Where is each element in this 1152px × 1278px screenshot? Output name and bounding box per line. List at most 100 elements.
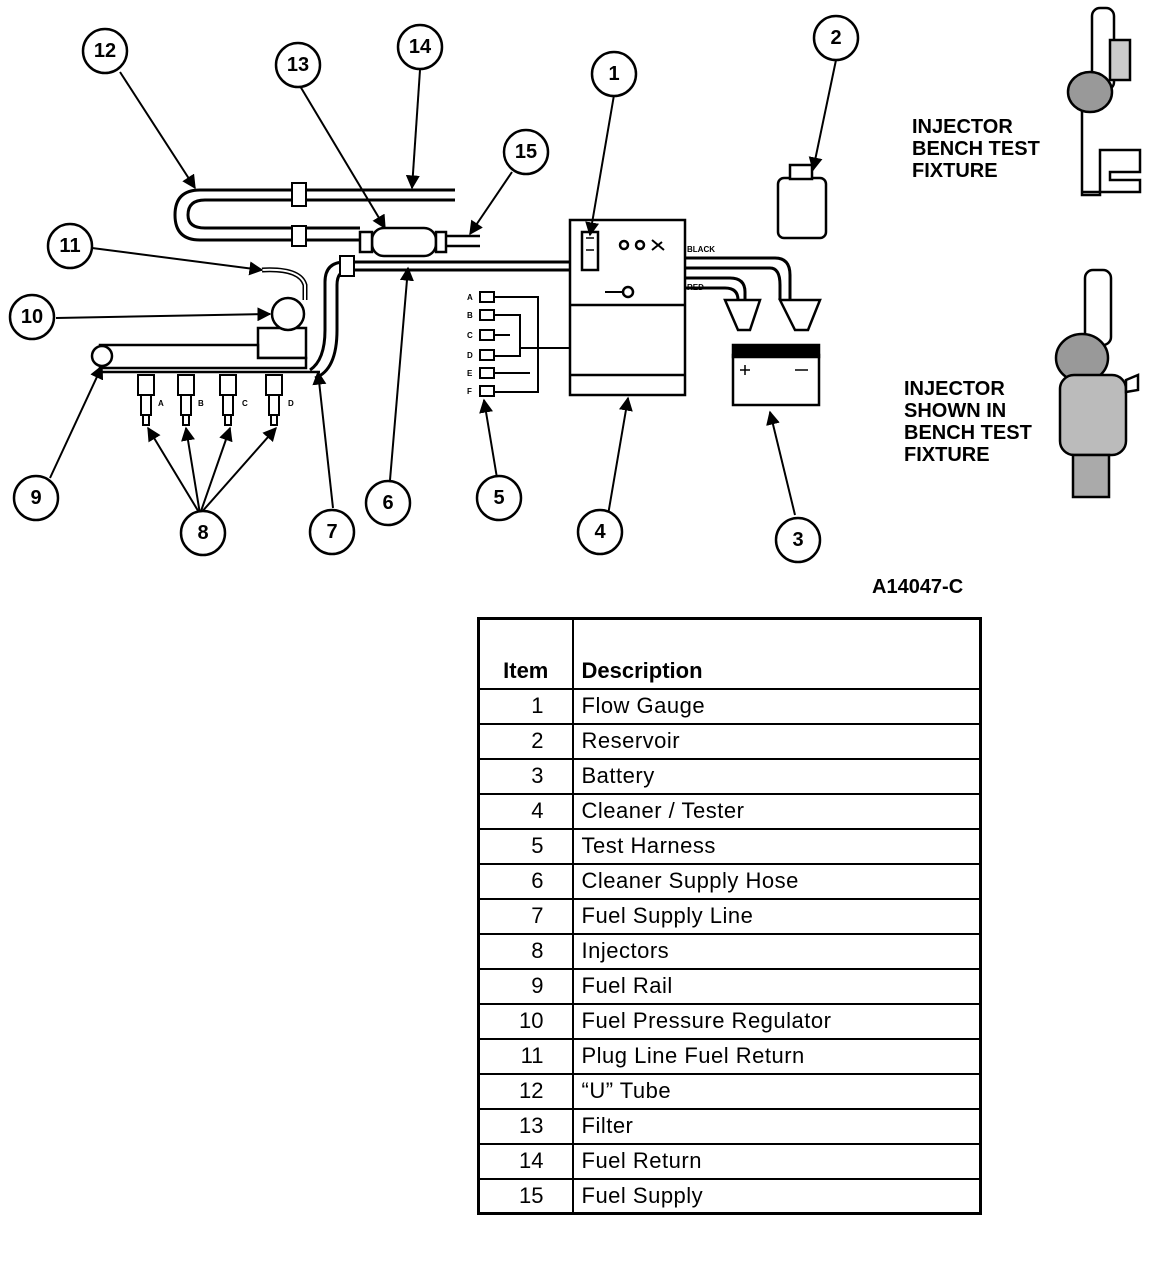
legend-description: Flow Gauge bbox=[571, 687, 982, 725]
cleaner-supply-hose bbox=[309, 255, 570, 380]
legend-description: Fuel Pressure Regulator bbox=[571, 1002, 982, 1040]
legend-description: Cleaner Supply Hose bbox=[571, 862, 982, 900]
callout-3-text: 3 bbox=[792, 529, 803, 551]
callout-11-text: 11 bbox=[59, 235, 80, 257]
callout-circles bbox=[8, 14, 860, 564]
legend-item: 13 bbox=[477, 1107, 574, 1145]
harness-letter-d: D bbox=[467, 351, 473, 360]
harness-letter-a: A bbox=[467, 293, 473, 302]
filter bbox=[358, 226, 480, 258]
harness-letter-b: B bbox=[467, 311, 473, 320]
callout-11 bbox=[46, 222, 94, 270]
cleaner-tester bbox=[568, 218, 687, 397]
callout-7 bbox=[308, 508, 356, 556]
injector-a bbox=[137, 374, 155, 426]
callout-3 bbox=[774, 516, 822, 564]
callout-13-text: 13 bbox=[287, 54, 309, 76]
legend-item: 14 bbox=[477, 1142, 574, 1180]
legend-item: 6 bbox=[477, 862, 574, 900]
callout-12-text: 12 bbox=[94, 40, 116, 62]
callout-6 bbox=[364, 479, 412, 527]
injector-cleaning-diagram: A B C D A B C D E F BLA bbox=[8, 6, 1142, 564]
legend-item: 5 bbox=[477, 827, 574, 865]
legend-description: Reservoir bbox=[571, 722, 982, 760]
harness-letter-e: E bbox=[467, 369, 473, 378]
harness-letter-f: F bbox=[467, 387, 472, 396]
callout-13 bbox=[274, 41, 322, 89]
callout-10-text: 10 bbox=[21, 306, 43, 328]
injector-in-fixture bbox=[1054, 268, 1140, 499]
legend-description: Injectors bbox=[571, 932, 982, 970]
legend-item: 9 bbox=[477, 967, 574, 1005]
reservoir bbox=[776, 163, 828, 240]
legend-description: Battery bbox=[571, 757, 982, 795]
fixture-label-line: INJECTOR bbox=[904, 378, 1005, 400]
injector-letter-a: A bbox=[158, 399, 164, 408]
legend-description: “U” Tube bbox=[571, 1072, 982, 1110]
fixture-label-line: SHOWN IN bbox=[904, 400, 1007, 422]
fixture-label-injector: INJECTOR SHOWN IN BENCH TEST FIXTURE bbox=[904, 378, 1032, 466]
callout-4-text: 4 bbox=[594, 521, 606, 543]
callout-5 bbox=[475, 474, 523, 522]
callout-6-text: 6 bbox=[382, 492, 393, 514]
fuel-rail bbox=[90, 267, 320, 374]
legend-item: 15 bbox=[477, 1177, 574, 1215]
injector-letter-b: B bbox=[198, 399, 204, 408]
callout-1 bbox=[590, 50, 638, 98]
legend-description: Test Harness bbox=[571, 827, 982, 865]
callout-1-text: 1 bbox=[608, 63, 619, 85]
battery bbox=[723, 298, 822, 407]
test-harness bbox=[479, 291, 570, 397]
fixture-label-bench: INJECTOR BENCH TEST FIXTURE bbox=[912, 116, 1040, 182]
legend-header-description: Description bbox=[571, 617, 982, 690]
legend-row: 12“U” Tube bbox=[477, 1072, 982, 1110]
legend-item: 3 bbox=[477, 757, 574, 795]
callout-15 bbox=[502, 128, 550, 176]
callout-14-text: 14 bbox=[409, 36, 432, 58]
legend-item: 4 bbox=[477, 792, 574, 830]
bench-test-fixture bbox=[1066, 6, 1142, 197]
legend-description: Filter bbox=[571, 1107, 982, 1145]
callout-2 bbox=[812, 14, 860, 62]
fixture-label-line: BENCH TEST bbox=[904, 422, 1032, 444]
legend-description: Fuel Return bbox=[571, 1142, 982, 1180]
injector-letter-d: D bbox=[288, 399, 294, 408]
legend-description: Cleaner / Tester bbox=[571, 792, 982, 830]
callout-4 bbox=[576, 508, 624, 556]
fixture-label-line: FIXTURE bbox=[912, 160, 998, 182]
callout-8 bbox=[179, 509, 227, 557]
legend-item: 11 bbox=[477, 1037, 574, 1075]
legend-item: 2 bbox=[477, 722, 574, 760]
fixture-label-line: BENCH TEST bbox=[912, 138, 1040, 160]
callout-9 bbox=[12, 474, 60, 522]
legend-item: 8 bbox=[477, 932, 574, 970]
injector-letter-c: C bbox=[242, 399, 248, 408]
callout-10 bbox=[8, 293, 56, 341]
u-tube bbox=[173, 182, 455, 247]
wire-label-black: BLACK bbox=[687, 245, 715, 254]
legend-header-item: Item bbox=[477, 617, 574, 690]
fixture-label-line: FIXTURE bbox=[904, 444, 990, 466]
injector-c bbox=[219, 374, 237, 426]
legend-item: 1 bbox=[477, 687, 574, 725]
callout-12 bbox=[81, 27, 129, 75]
injectors bbox=[137, 374, 283, 426]
figure-id: A14047-C bbox=[872, 576, 964, 598]
legend-item: 10 bbox=[477, 1002, 574, 1040]
legend-description: Fuel Rail bbox=[571, 967, 982, 1005]
callout-5-text: 5 bbox=[493, 487, 504, 509]
legend-description: Plug Line Fuel Return bbox=[571, 1037, 982, 1075]
callout-2-text: 2 bbox=[830, 27, 841, 49]
legend-item: 7 bbox=[477, 897, 574, 935]
callout-14 bbox=[396, 23, 444, 71]
